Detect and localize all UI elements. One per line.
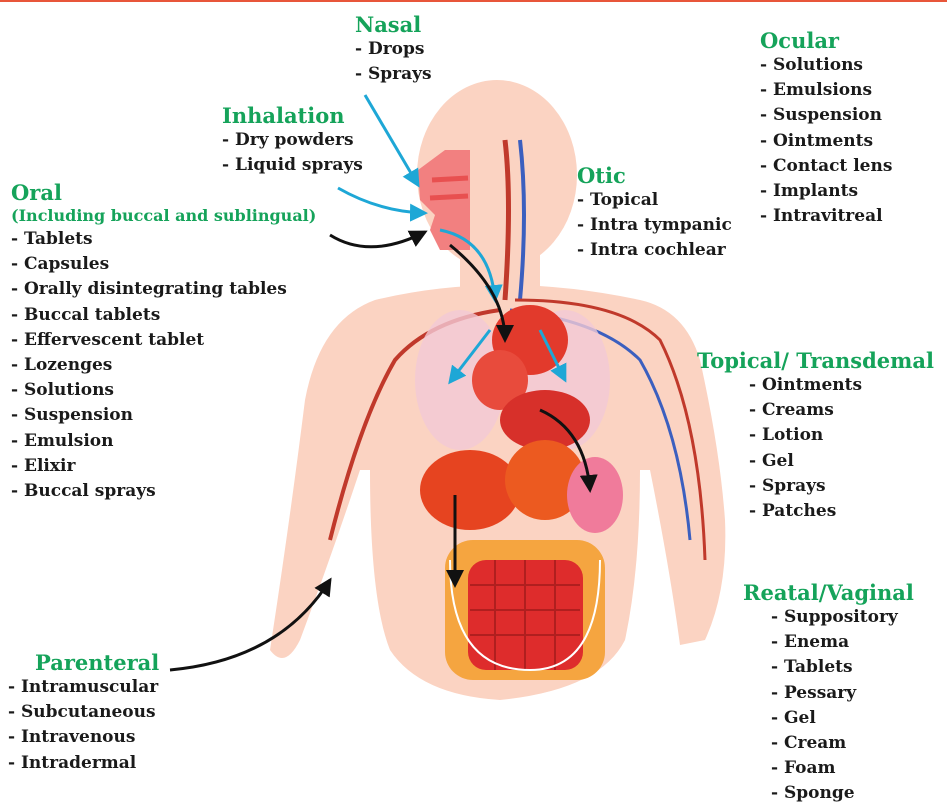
otic-item: Topical <box>577 188 732 213</box>
nasal-mouth-region <box>418 150 470 250</box>
ocular-item: Intravitreal <box>760 204 892 229</box>
rectal-vaginal-item: Gel <box>771 706 914 731</box>
nasal-item: Drops <box>355 37 432 62</box>
otic-list: Topical Intra tympanic Intra cochlear <box>577 188 732 264</box>
inhalation-list: Dry powders Liquid sprays <box>222 128 363 178</box>
otic-item: Intra tympanic <box>577 213 732 238</box>
ocular-group: Ocular Solutions Emulsions Suspension Oi… <box>760 28 892 229</box>
ocular-item: Suspension <box>760 103 892 128</box>
parenteral-item: Intravenous <box>8 725 159 750</box>
oral-item: Solutions <box>11 378 316 403</box>
rectal-vaginal-title: Reatal/Vaginal <box>743 580 914 605</box>
topical-list: Ointments Creams Lotion Gel Sprays Patch… <box>749 373 934 524</box>
ocular-item: Solutions <box>760 53 892 78</box>
oral-item: Emulsion <box>11 429 316 454</box>
oral-item: Lozenges <box>11 353 316 378</box>
oral-item: Buccal sprays <box>11 479 316 504</box>
otic-item: Intra cochlear <box>577 238 732 263</box>
ocular-list: Solutions Emulsions Suspension Ointments… <box>760 53 892 229</box>
rectal-vaginal-item: Enema <box>771 630 914 655</box>
oral-item: Buccal tablets <box>11 303 316 328</box>
oral-list: Tablets Capsules Orally disintegrating t… <box>11 227 316 504</box>
rectal-vaginal-group: Reatal/Vaginal Suppository Enema Tablets… <box>743 580 914 807</box>
topical-item: Ointments <box>749 373 934 398</box>
parenteral-title: Parenteral <box>35 650 159 675</box>
topical-group: Topical/ Transdemal Ointments Creams Lot… <box>697 348 934 524</box>
rectal-vaginal-item: Suppository <box>771 605 914 630</box>
ocular-item: Contact lens <box>760 154 892 179</box>
topical-item: Gel <box>749 449 934 474</box>
ocular-title: Ocular <box>760 28 892 53</box>
rectal-vaginal-list: Suppository Enema Tablets Pessary Gel Cr… <box>771 605 914 807</box>
rectal-vaginal-item: Tablets <box>771 655 914 680</box>
oral-item: Tablets <box>11 227 316 252</box>
nasal-item: Sprays <box>355 62 432 87</box>
inhalation-title: Inhalation <box>222 103 363 128</box>
rectal-vaginal-item: Cream <box>771 731 914 756</box>
topical-item: Sprays <box>749 474 934 499</box>
inhalation-item: Liquid sprays <box>222 153 363 178</box>
topical-title: Topical/ Transdemal <box>697 348 934 373</box>
inhalation-group: Inhalation Dry powders Liquid sprays <box>222 103 363 178</box>
parenteral-list: Intramuscular Subcutaneous Intravenous I… <box>8 675 159 776</box>
rectal-vaginal-item: Sponge <box>771 781 914 806</box>
oral-item: Effervescent tablet <box>11 328 316 353</box>
oral-subtitle: (Including buccal and sublingual) <box>11 205 316 227</box>
parenteral-group: Parenteral Intramuscular Subcutaneous In… <box>8 650 159 776</box>
topical-item: Creams <box>749 398 934 423</box>
nasal-list: Drops Sprays <box>355 37 432 87</box>
otic-group: Otic Topical Intra tympanic Intra cochle… <box>577 163 732 264</box>
ocular-item: Emulsions <box>760 78 892 103</box>
inhalation-item: Dry powders <box>222 128 363 153</box>
parenteral-item: Intradermal <box>8 751 159 776</box>
oral-item: Orally disintegrating tables <box>11 277 316 302</box>
rectal-vaginal-item: Foam <box>771 756 914 781</box>
rectal-vaginal-item: Pessary <box>771 681 914 706</box>
ocular-item: Ointments <box>760 129 892 154</box>
ocular-item: Implants <box>760 179 892 204</box>
topical-item: Patches <box>749 499 934 524</box>
oral-title: Oral <box>11 180 316 205</box>
intestines <box>445 540 605 680</box>
oral-item: Suspension <box>11 403 316 428</box>
parenteral-item: Intramuscular <box>8 675 159 700</box>
oral-item: Capsules <box>11 252 316 277</box>
nasal-title: Nasal <box>355 12 432 37</box>
nasal-group: Nasal Drops Sprays <box>355 12 432 87</box>
topical-item: Lotion <box>749 423 934 448</box>
parenteral-item: Subcutaneous <box>8 700 159 725</box>
oral-item: Elixir <box>11 454 316 479</box>
otic-title: Otic <box>577 163 732 188</box>
oral-group: Oral (Including buccal and sublingual) T… <box>11 180 316 504</box>
